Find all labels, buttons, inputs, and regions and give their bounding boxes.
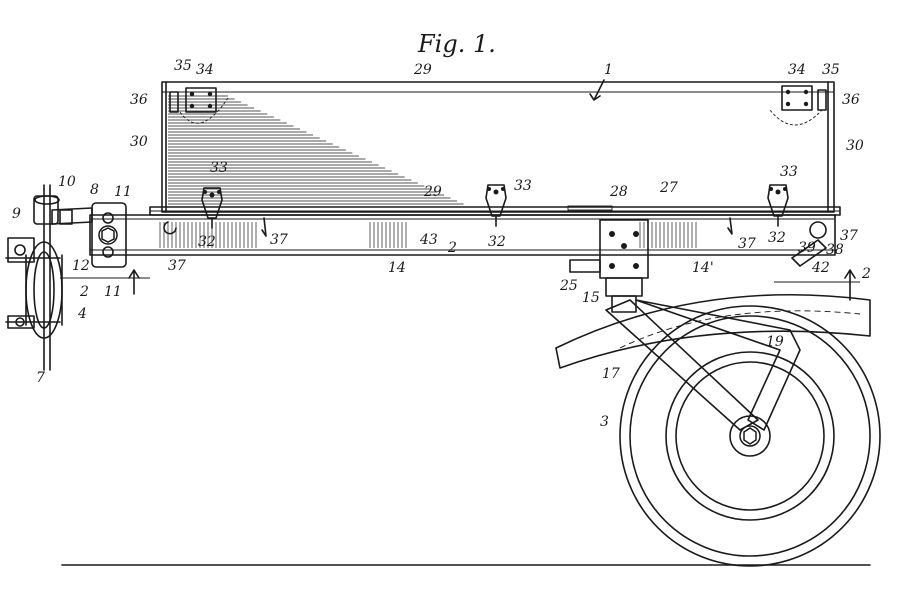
latch-middle [486, 185, 506, 226]
label-37a: 37 [168, 258, 186, 274]
box-body [150, 82, 840, 215]
hook-mid [262, 218, 266, 236]
label-8: 8 [90, 182, 99, 198]
section-arrow-right [845, 270, 855, 300]
label-34a: 34 [196, 62, 214, 78]
hook-end [810, 222, 826, 238]
label-36a: 36 [130, 92, 148, 108]
label-3: 3 [600, 414, 609, 430]
label-37b: 37 [270, 232, 288, 248]
label-15: 15 [582, 290, 600, 306]
label-35b: 35 [822, 62, 840, 78]
label-19: 19 [766, 334, 784, 350]
label-10: 10 [58, 174, 76, 190]
mudguard [556, 295, 870, 368]
label-17: 17 [602, 366, 620, 382]
label-36b: 36 [842, 92, 860, 108]
label-42: 42 [811, 260, 830, 276]
wheel [620, 306, 880, 566]
label-33b: 33 [514, 178, 532, 194]
hook-left [164, 222, 176, 234]
label-33a: 33 [210, 160, 228, 176]
label-28: 28 [609, 184, 628, 200]
label-32b: 32 [488, 234, 506, 250]
label-2a: 2 [447, 240, 457, 256]
label-30a: 30 [130, 134, 148, 150]
label-2b: 2 [79, 284, 89, 300]
label-11a: 11 [114, 184, 132, 200]
label-38: 38 [826, 242, 844, 258]
latch-right [768, 185, 788, 226]
label-33c: 33 [780, 164, 798, 180]
section-arrow-left [129, 270, 139, 294]
label-32c: 32 [768, 230, 786, 246]
label-35a: 35 [174, 58, 192, 74]
label-27: 27 [659, 180, 678, 196]
hinge-plate-left [170, 88, 228, 123]
label-11b: 11 [104, 284, 122, 300]
label-29a: 29 [413, 62, 432, 78]
label-4: 4 [77, 306, 87, 322]
label-39: 39 [798, 240, 816, 256]
hook-right [728, 218, 732, 234]
label-25: 25 [559, 278, 578, 294]
label-29b: 29 [423, 184, 442, 200]
label-14p: 14' [692, 260, 714, 276]
label-12: 12 [72, 258, 90, 274]
latch-left [202, 188, 222, 228]
label-9: 9 [12, 206, 21, 222]
label-43: 43 [419, 232, 438, 248]
figure-title: Fig. 1. [417, 30, 496, 58]
label-7: 7 [36, 370, 45, 386]
label-30b: 30 [846, 138, 864, 154]
label-34b: 34 [788, 62, 806, 78]
label-1: 1 [604, 62, 613, 78]
label-14: 14 [388, 260, 406, 276]
label-37c: 37 [738, 236, 756, 252]
reference-labels: 1 2 2 2 3 4 7 8 9 10 11 11 12 14 14' 15 … [12, 58, 871, 430]
label-2c: 2 [861, 266, 871, 282]
label-32a: 32 [198, 234, 216, 250]
